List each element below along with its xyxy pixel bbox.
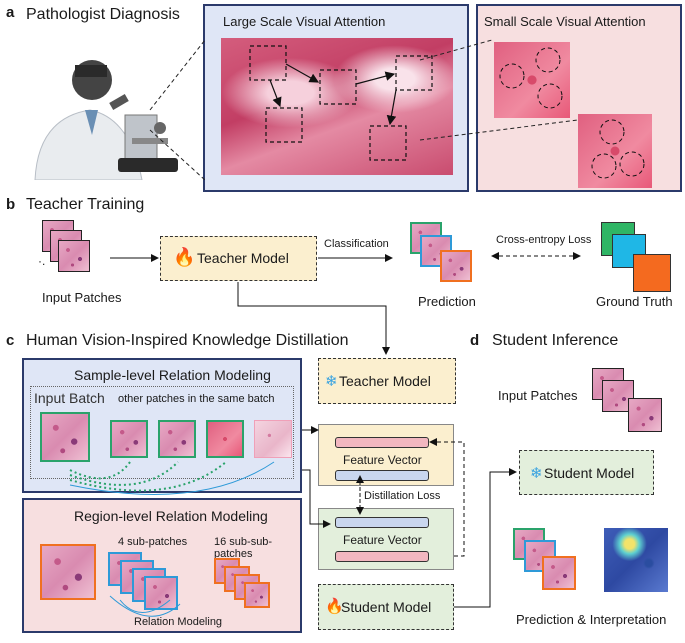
ground-truth-label: Ground Truth	[596, 294, 673, 309]
region-relation-curves	[109, 595, 181, 617]
panel-b-title: Teacher Training	[26, 196, 145, 213]
snowflake-icon: ❄	[325, 373, 338, 390]
attention-arrows	[269, 63, 397, 126]
batch-patch-2	[158, 420, 196, 458]
student-model-d-label: Student Model	[544, 465, 635, 481]
student-feedback-arrow	[429, 438, 465, 557]
fire-icon: 🔥	[173, 247, 196, 267]
distillation-loss-label: Distillation Loss	[364, 490, 441, 502]
batch-patch-4	[254, 420, 292, 458]
other-patches-label: other patches in the same batch	[118, 393, 275, 405]
anchor-patch	[40, 412, 90, 462]
panel-d-title: Student Inference	[492, 332, 619, 349]
batch-patch-3	[206, 420, 244, 458]
prediction-patch-3	[440, 250, 472, 282]
teacher-transfer-arrow	[237, 282, 390, 355]
panel-a-title: Pathologist Diagnosis	[26, 6, 180, 23]
input-patch-b-3	[58, 240, 90, 272]
classification-label: Classification	[324, 238, 389, 250]
student-model-box-c: 🔥 Student Model	[318, 584, 454, 630]
large-scale-attention-panel: Large Scale Visual Attention	[203, 4, 469, 192]
attention-heatmap	[604, 528, 668, 592]
pathologist-microscope-illustration	[30, 40, 200, 181]
small-attention-circles	[499, 47, 645, 179]
sixteen-sub-patches-label: 16 sub-sub-patches	[214, 536, 273, 560]
large-tissue-slide-image	[221, 38, 453, 175]
zoom-line-4	[419, 119, 579, 141]
region-level-title: Region-level Relation Modeling	[74, 508, 268, 524]
sub-patch-4	[144, 576, 178, 610]
teacher-model-box-c: ❄ Teacher Model	[318, 358, 456, 404]
feature-vector-box-student: Feature Vector	[318, 508, 454, 570]
panel-d-letter: d	[470, 332, 480, 349]
feature-bar-teacher-2	[335, 470, 429, 481]
small-scale-title: Small Scale Visual Attention	[484, 14, 646, 29]
teacher-model-box-b: 🔥 Teacher Model	[160, 236, 317, 281]
zoom-line-1	[149, 39, 206, 111]
teacher-model-c-label: Teacher Model	[339, 373, 431, 389]
ground-truth-square-orange	[633, 254, 671, 292]
feature-bar-student-2	[335, 551, 429, 562]
input-batch-label: Input Batch	[34, 390, 105, 406]
zoom-line-2	[149, 129, 206, 181]
fire-icon: 🔥	[325, 598, 344, 615]
small-tissue-patch-2	[578, 114, 652, 188]
panel-c-title: Human Vision-Inspired Knowledge Distilla…	[26, 332, 349, 349]
input-dots-b: ·.	[38, 254, 46, 268]
large-scale-title: Large Scale Visual Attention	[223, 14, 386, 29]
small-scale-attention-panel: Small Scale Visual Attention	[476, 4, 682, 192]
sub-sub-patch-4	[244, 582, 270, 608]
panel-b-letter: b	[6, 196, 16, 213]
feature-bar-teacher-1	[335, 437, 429, 448]
prediction-label: Prediction	[418, 294, 476, 309]
batch-region	[30, 386, 294, 479]
panel-a-letter: a	[6, 4, 15, 21]
batch-patch-1	[110, 420, 148, 458]
feature-vector-student-label: Feature Vector	[343, 533, 422, 547]
input-patches-d-label: Input Patches	[498, 388, 578, 403]
cross-entropy-loss-label: Cross-entropy Loss	[496, 234, 592, 246]
feature-vector-teacher-label: Feature Vector	[343, 453, 422, 467]
input-patch-d-3	[628, 398, 662, 432]
pred-patch-d-3	[542, 556, 576, 590]
sample-level-title: Sample-level Relation Modeling	[74, 367, 271, 383]
region-level-panel: Region-level Relation Modeling 4 sub-pat…	[22, 498, 302, 633]
relation-curves-green	[69, 461, 227, 492]
relation-modeling-label: Relation Modeling	[134, 616, 223, 628]
student-model-box-d: ❄ Student Model	[519, 450, 654, 495]
student-model-c-label: Student Model	[341, 599, 432, 615]
four-sub-patches-label: 4 sub-patches	[118, 536, 188, 548]
region-to-feature-arrow	[302, 469, 331, 528]
region-full-patch	[40, 544, 96, 600]
student-deploy-arrow	[454, 468, 517, 608]
teacher-model-b-label: Teacher Model	[197, 250, 289, 266]
feature-vector-box-teacher: Feature Vector	[318, 424, 454, 486]
input-patches-b-label: Input Patches	[42, 290, 122, 305]
feature-bar-student-1	[335, 517, 429, 528]
sample-level-panel: Sample-level Relation Modeling Input Bat…	[22, 358, 302, 493]
pred-interp-label: Prediction & Interpretation	[516, 612, 667, 627]
panel-c-letter: c	[6, 332, 15, 349]
zoom-line-3	[419, 39, 493, 61]
snowflake-icon: ❄	[530, 465, 543, 482]
relation-curve-blue	[69, 461, 275, 495]
attention-boxes	[249, 45, 433, 161]
